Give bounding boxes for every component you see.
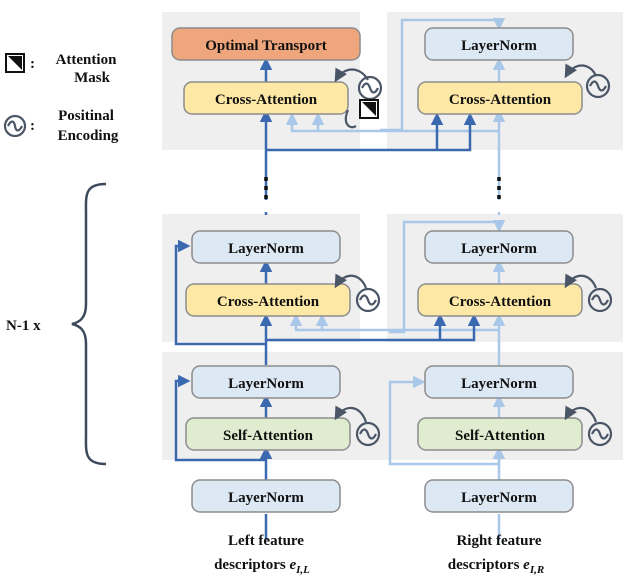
layernorm-label: LayerNorm <box>461 38 537 54</box>
right-caption-line2: descriptors eI,R <box>448 557 544 576</box>
pos-enc-bottom-right <box>564 405 613 447</box>
mid-left-layernorm-block: LayerNorm <box>191 230 341 264</box>
cross-attention-label: Cross-Attention <box>217 294 320 310</box>
input-left-layernorm-block: LayerNorm <box>191 479 341 513</box>
pos-enc-mid-left <box>334 273 381 313</box>
layernorm-label: LayerNorm <box>461 241 537 257</box>
optimal-transport-label: Optimal Transport <box>205 38 327 54</box>
left-caption-line1: Left feature <box>228 533 304 549</box>
legend-pos-label-line2: Encoding <box>58 128 119 144</box>
positional-encoding-icon <box>585 73 611 99</box>
bottom-right-self-attention-block: Self-Attention <box>417 417 583 451</box>
mid-right-cross-attention-block: Cross-Attention <box>417 283 583 317</box>
optimal-transport-block: Optimal Transport <box>171 27 361 61</box>
positional-encoding-icon <box>3 114 27 138</box>
legend-mask-colon: : <box>30 56 35 72</box>
layernorm-label: LayerNorm <box>228 490 304 506</box>
cross-attention-label: Cross-Attention <box>215 92 318 108</box>
self-attention-label: Self-Attention <box>455 428 546 444</box>
legend: : Attention Mask : Positinal Encoding <box>3 52 119 144</box>
top-right-cross-attention-block: Cross-Attention <box>417 81 583 115</box>
right-stream-arrows <box>285 18 506 540</box>
top-left-cross-attention-block: Cross-Attention <box>183 81 349 115</box>
layernorm-label: LayerNorm <box>228 241 304 257</box>
legend-pos-colon: : <box>30 118 35 134</box>
cross-attention-label: Cross-Attention <box>449 92 552 108</box>
right-caption-line1: Right feature <box>456 533 541 549</box>
cross-attention-label: Cross-Attention <box>449 294 552 310</box>
repeat-brace <box>71 182 107 466</box>
left-caption-line2: descriptors eI,L <box>214 557 310 576</box>
pos-enc-mid-right <box>564 273 613 313</box>
mid-right-layernorm-block: LayerNorm <box>424 230 574 264</box>
input-right-layernorm-block: LayerNorm <box>424 479 574 513</box>
layernorm-label: LayerNorm <box>228 376 304 392</box>
layernorm-label: LayerNorm <box>461 490 537 506</box>
legend-pos-label-line1: Positinal <box>58 108 114 124</box>
mid-left-cross-attention-block: Cross-Attention <box>185 283 351 317</box>
attention-mask-top-left <box>344 99 379 129</box>
top-right-layernorm-block: LayerNorm <box>424 27 574 61</box>
pos-enc-top-right <box>564 63 611 99</box>
pos-enc-bottom-left <box>334 405 381 447</box>
legend-mask-label-line1: Attention <box>56 52 117 68</box>
positional-encoding-icon <box>587 421 613 447</box>
positional-encoding-icon <box>587 287 613 313</box>
repeat-label: N-1 x <box>6 318 41 334</box>
bottom-left-layernorm-block: LayerNorm <box>191 365 341 399</box>
positional-encoding-icon <box>355 421 381 447</box>
left-stream-arrows <box>174 57 481 540</box>
right-ellipsis: ⋮ <box>486 173 512 202</box>
bottom-right-layernorm-block: LayerNorm <box>424 365 574 399</box>
legend-mask-label-line2: Mask <box>74 70 110 86</box>
layernorm-label: LayerNorm <box>461 376 537 392</box>
self-attention-label: Self-Attention <box>223 428 314 444</box>
positional-encoding-icon <box>355 287 381 313</box>
bottom-left-self-attention-block: Self-Attention <box>185 417 351 451</box>
left-ellipsis: ⋮ <box>253 173 279 202</box>
